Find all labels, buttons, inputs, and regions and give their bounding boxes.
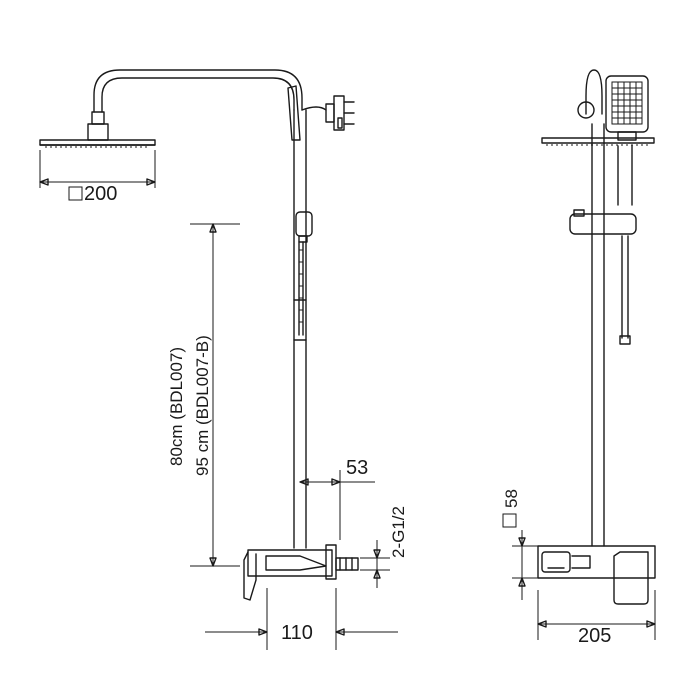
- mixer-valve-side: [537, 545, 656, 605]
- square-label: 58: [502, 489, 521, 508]
- dim-head-width: [39, 150, 156, 188]
- riser-pipe-side: [591, 123, 633, 547]
- overhead-arm: [93, 69, 303, 113]
- hose-front: [298, 241, 304, 336]
- depth-label: 110: [281, 622, 313, 644]
- side-view: 58 205: [502, 69, 656, 647]
- slide-holder-side: [569, 209, 637, 235]
- rain-head-side: [541, 137, 655, 146]
- top-wall-bracket: [301, 95, 355, 131]
- mixer-valve-front: [243, 544, 359, 601]
- thread-label: 2-G1/2: [389, 506, 408, 558]
- dim-width-205: [537, 590, 656, 640]
- hand-shower-nozzle-grid: [611, 81, 643, 125]
- head-size-label: 200: [84, 183, 117, 205]
- offset-label: 53: [346, 457, 368, 479]
- hand-shower-front: [287, 85, 301, 141]
- height-label-bdl007b: 95 cm (BDL007-B): [193, 335, 212, 476]
- dim-height: [190, 223, 240, 567]
- slide-holder-front: [295, 211, 313, 243]
- hand-shower-side: [577, 69, 649, 141]
- riser-pipe-front: [293, 109, 307, 549]
- dim-square-58: [512, 530, 540, 600]
- front-view: 200 80cm (BDL007) 95 cm (BDL007-B) 53: [39, 69, 408, 650]
- dim-thread: [360, 540, 390, 588]
- square-symbol-side: [502, 513, 517, 528]
- dim-depth-110: [205, 588, 398, 650]
- height-label-bdl007: 80cm (BDL007): [167, 347, 186, 466]
- rain-shower-head: [39, 111, 156, 148]
- square-symbol: [68, 186, 83, 201]
- dim-offset-53: [299, 470, 375, 540]
- width-label: 205: [578, 625, 611, 647]
